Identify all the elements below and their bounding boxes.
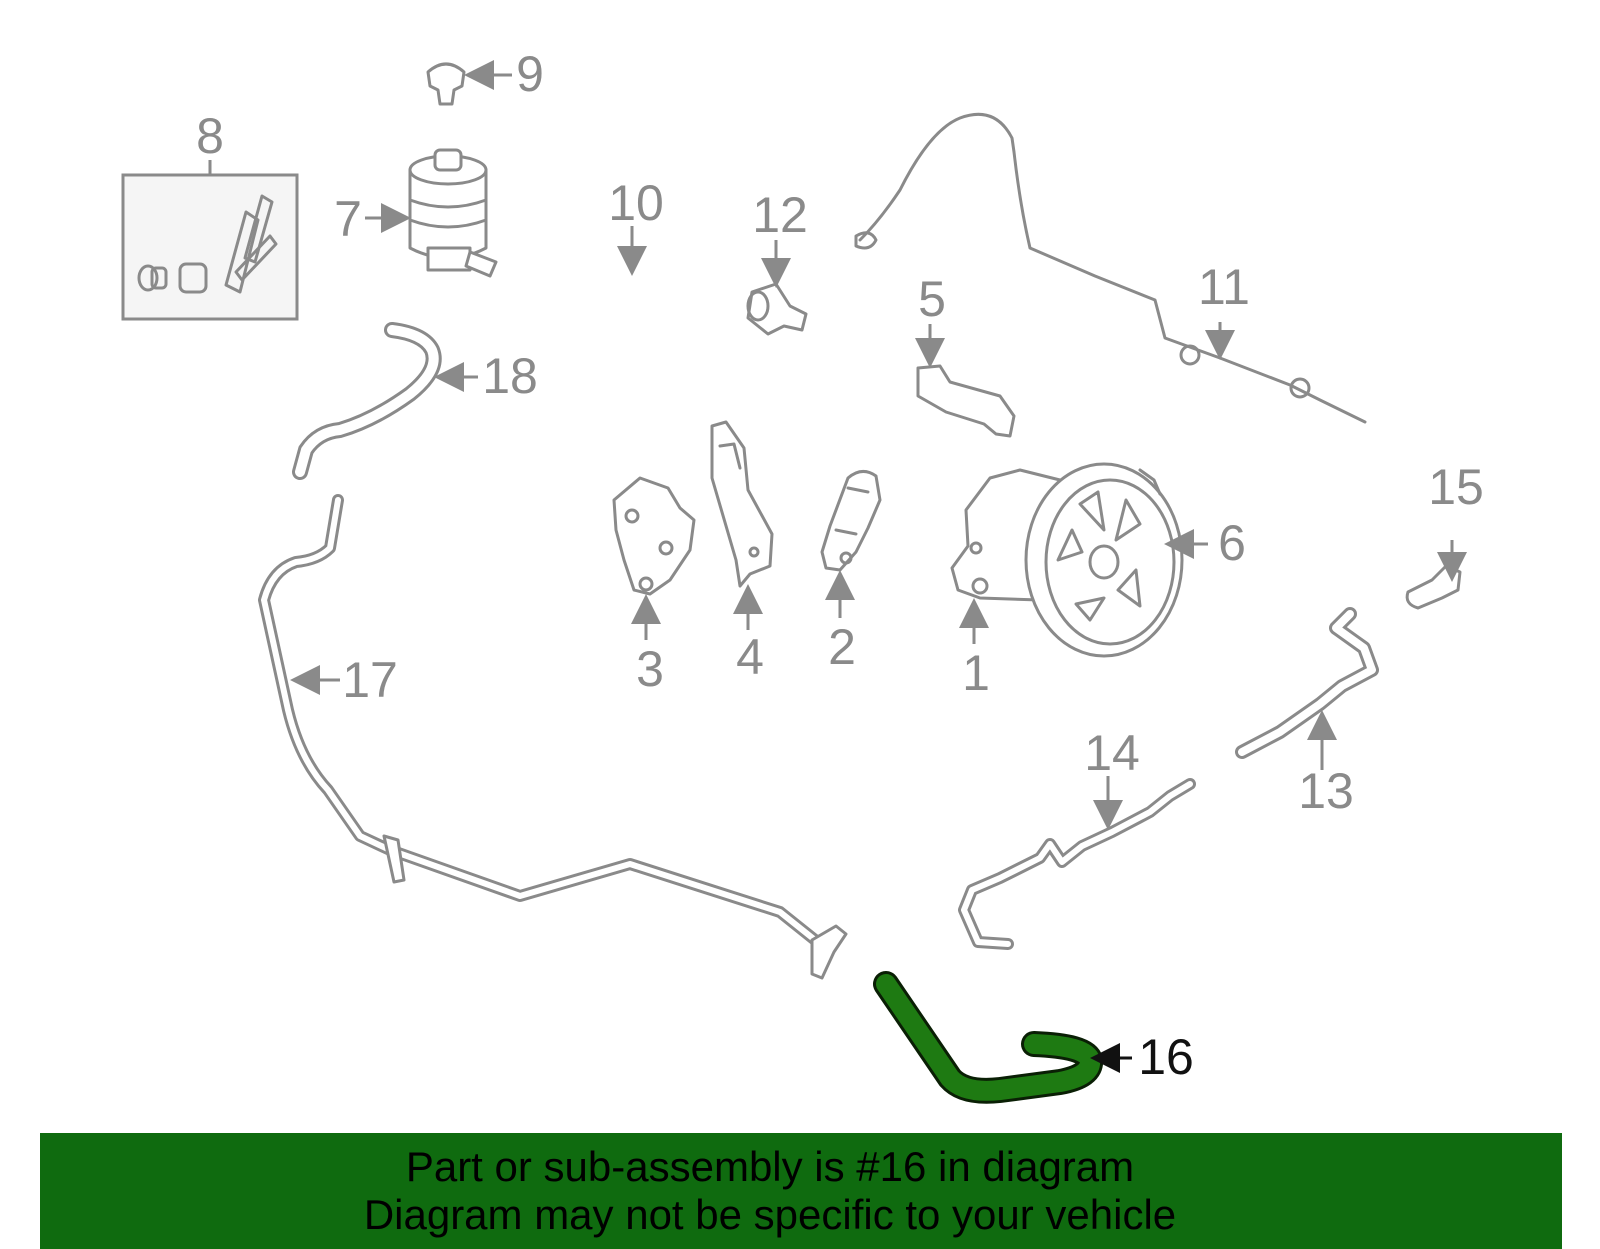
part-9-reservoir-cap[interactable] [426,60,512,106]
part-12-bushing[interactable] [746,240,808,336]
part-3-pump-bracket[interactable] [612,476,696,640]
callout-1: 1 [962,645,990,701]
banner-line-disclaimer: Diagram may not be specific to your vehi… [363,1191,1177,1238]
part-11-pressure-hose[interactable] [854,112,1367,424]
part-info-banner: Part or sub-assembly is #16 in diagram D… [40,1133,1562,1249]
part-14-return-pipe[interactable] [958,776,1196,950]
callout-17: 17 [342,652,398,708]
part-5-bracket[interactable] [915,324,1016,438]
callout-8: 8 [196,108,224,164]
callout-16: 16 [1138,1029,1194,1085]
callout-7: 7 [334,191,362,247]
callout-11: 11 [1198,259,1250,315]
callout-6: 6 [1218,515,1246,571]
callout-10: 10 [608,175,664,231]
callout-13: 13 [1298,763,1354,819]
banner-line-part-number: Part or sub-assembly is #16 in diagram [405,1143,1135,1190]
exploded-parts-diagram: 8 9 7 10 12 11 [121,46,1484,1104]
callout-2: 2 [828,619,856,675]
callout-3: 3 [636,641,664,697]
callout-9: 9 [516,46,544,102]
part-15-union-bolt[interactable] [1405,540,1467,610]
callout-15: 15 [1428,459,1484,515]
part-4-adjusting-plate[interactable] [710,420,774,630]
part-16-return-hose-highlighted[interactable] [873,971,1132,1104]
part-6-pump-pulley[interactable] [1024,462,1208,658]
callout-18: 18 [482,348,538,404]
part-7-reservoir[interactable] [365,148,498,278]
part-8-seal-kit[interactable] [121,160,299,321]
callout-12: 12 [752,187,808,243]
part-13-return-pipe[interactable] [1235,607,1379,770]
callout-14: 14 [1084,725,1140,781]
callout-4: 4 [736,629,764,685]
part-2-adjusting-bracket[interactable] [820,470,882,618]
part-17-feed-pipe[interactable] [258,494,848,980]
callout-5: 5 [918,271,946,327]
part-10-hose[interactable] [556,226,668,296]
part-18-return-hose[interactable] [292,322,478,480]
